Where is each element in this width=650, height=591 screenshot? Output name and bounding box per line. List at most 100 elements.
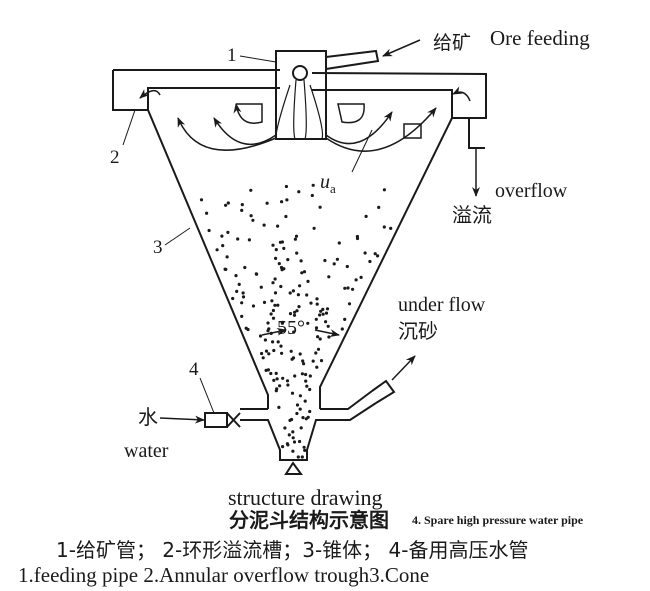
spare-water-valve	[204, 412, 241, 428]
sediment-particle	[304, 379, 308, 383]
sediment-particle	[286, 258, 290, 262]
sediment-particle	[270, 299, 274, 303]
sediment-particle	[251, 218, 255, 222]
sediment-particle	[295, 411, 299, 416]
sediment-particle	[207, 228, 211, 233]
sediment-particle	[302, 445, 306, 449]
sediment-particle	[266, 321, 270, 325]
sediment-particle	[273, 291, 278, 295]
sediment-particle	[364, 214, 368, 218]
cone	[147, 109, 453, 409]
sediment-particle	[285, 379, 290, 383]
sediment-particle	[286, 383, 290, 387]
annular-overflow-trough	[112, 69, 487, 149]
sediment-particle	[340, 327, 344, 331]
label-part-3: 3	[153, 237, 163, 258]
sediment-particle	[221, 244, 225, 248]
sediment-particle	[312, 226, 316, 230]
bottom-outlet	[240, 379, 396, 475]
sediment-particle	[199, 198, 204, 202]
sediment-particle	[280, 321, 284, 325]
sediment-particle	[324, 320, 328, 324]
caption-title-cn: 分泥斗结构示意图	[229, 508, 389, 532]
sediment-particle	[326, 324, 330, 328]
sediment-particle	[277, 405, 281, 409]
sediment-particle	[323, 258, 327, 263]
sediment-particle	[355, 236, 360, 241]
sediment-particle	[271, 243, 275, 247]
sediment-particle	[287, 433, 291, 437]
sediment-particle	[327, 275, 331, 279]
sediment-particle	[304, 372, 308, 377]
cone-angle-label: 55°	[277, 317, 305, 339]
sediment-particle	[286, 443, 290, 447]
sediment-particle	[226, 201, 230, 205]
sediment-particle	[274, 389, 278, 393]
sediment-particle	[306, 415, 310, 419]
sediment-particle	[240, 301, 244, 305]
sediment-particle	[310, 193, 314, 198]
sediment-particle	[266, 329, 270, 333]
sediment-particle	[290, 357, 294, 361]
sediment-particle	[276, 340, 280, 344]
sediment-particle	[296, 293, 300, 297]
sediment-particle	[316, 335, 320, 339]
sediment-particle	[241, 295, 246, 299]
sediment-particle	[305, 384, 309, 388]
sediment-particle	[262, 223, 266, 227]
sediment-particle	[373, 252, 377, 256]
sediment-particle	[299, 426, 303, 430]
sediment-particle	[265, 201, 269, 205]
sediment-particle	[280, 200, 284, 204]
sediment-particle	[301, 359, 305, 363]
sediment-particle	[285, 198, 289, 202]
sediment-particle	[288, 418, 292, 422]
sediment-particle	[363, 251, 367, 255]
sediment-particle	[284, 214, 288, 219]
sediment-particle	[346, 286, 350, 290]
overflow-label-cn: 溢流	[452, 203, 492, 227]
sediment-particle	[276, 224, 280, 228]
sediment-particle	[309, 301, 313, 305]
sediment-particle	[318, 205, 322, 209]
sediment-particle	[269, 312, 273, 316]
sediment-particle	[267, 352, 271, 356]
sediment-particle	[249, 188, 253, 192]
sediment-particle	[376, 254, 380, 258]
sediment-particle	[271, 281, 275, 285]
sediment-particle	[314, 326, 319, 330]
sediment-particle	[300, 271, 304, 275]
legend-en: 1.feeding pipe 2.Annular overflow trough…	[18, 563, 430, 587]
sediment-particle	[293, 237, 297, 241]
flow-arrows	[139, 39, 480, 424]
sediment-particle	[262, 300, 267, 304]
sediment-particle	[231, 296, 235, 301]
caption-title-en: structure drawing	[228, 485, 383, 510]
sediment-particle	[278, 384, 282, 388]
sediment-particle	[293, 374, 297, 378]
sediment-particle	[314, 351, 318, 355]
sediment-particle	[274, 256, 278, 260]
sediment-particle	[332, 262, 336, 266]
sediment-particle	[296, 455, 300, 459]
sediment-particle	[288, 312, 293, 316]
sediment-particle	[389, 226, 393, 230]
sediment-particle	[292, 440, 297, 444]
sediment-particle	[311, 359, 315, 363]
sediment-particle	[292, 313, 297, 317]
sediment-particle	[281, 445, 285, 449]
sediment-particle	[335, 257, 339, 261]
sediment-particle	[318, 313, 322, 317]
sediment-particle	[269, 331, 273, 335]
sediment-particle	[347, 302, 352, 306]
sediment-particle	[345, 264, 349, 269]
sediment-particle	[236, 237, 240, 241]
sediment-particle	[321, 307, 325, 311]
sediment-particle	[258, 334, 263, 338]
sediment-particle	[382, 188, 386, 192]
sediment-particle	[246, 327, 250, 332]
sediment-particle	[293, 310, 297, 314]
sediment-particle	[303, 399, 307, 403]
sediment-particle	[343, 286, 347, 290]
